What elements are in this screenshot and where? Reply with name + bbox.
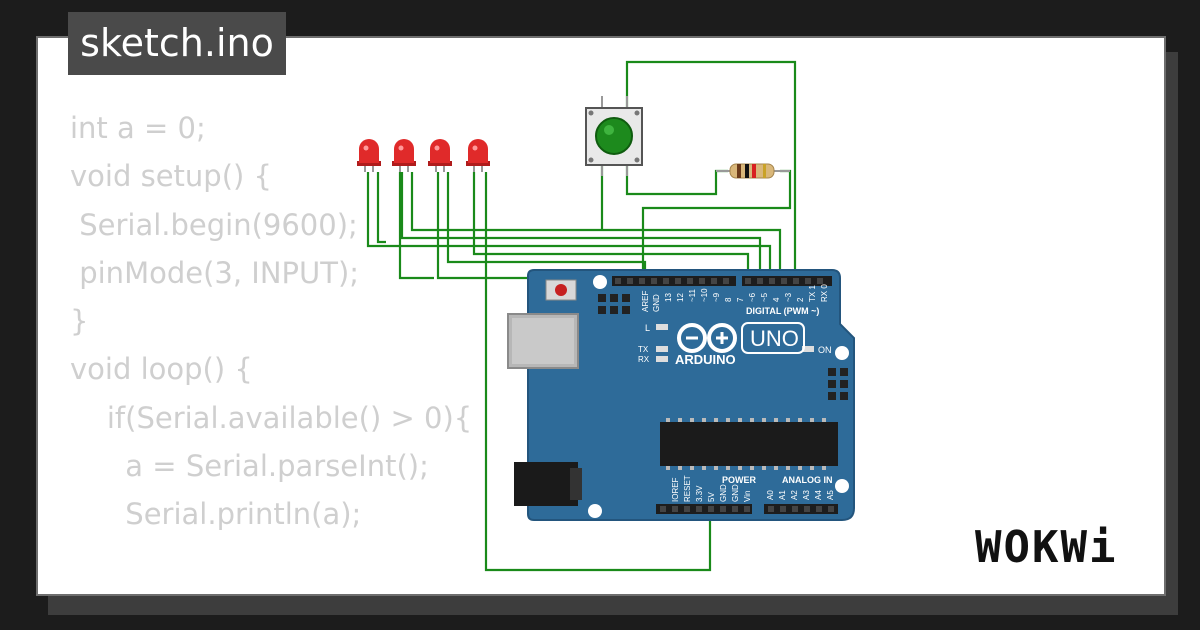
- code-line: a = Serial.parseInt();: [70, 449, 429, 484]
- code-line: }: [70, 304, 89, 339]
- wire-button-top: [625, 60, 797, 281]
- code-line: void setup() {: [70, 159, 272, 194]
- led[interactable]: [392, 139, 416, 172]
- rx-label: RX: [638, 355, 650, 364]
- power-jack: [514, 462, 578, 506]
- code-line: pinMode(3, INPUT);: [70, 255, 360, 290]
- pin-label: A2: [790, 490, 799, 500]
- pin-label: GND: [731, 484, 740, 502]
- digital-header-label: DIGITAL (PWM ~): [746, 306, 819, 316]
- wire-button-bottom: [625, 165, 728, 196]
- tx-label: TX: [638, 345, 649, 354]
- gnd-label: GND: [652, 294, 661, 312]
- on-label: ON: [818, 345, 832, 355]
- pin-label: A5: [826, 490, 835, 500]
- wire-led3: [436, 172, 658, 281]
- wokwi-logo: WOKWi: [975, 522, 1118, 573]
- pin-label: ~9: [712, 292, 721, 302]
- pin-label: ~11: [688, 288, 697, 302]
- file-tab[interactable]: sketch.ino: [68, 12, 286, 75]
- pin-label: ~10: [700, 288, 709, 302]
- pin-label: ~6: [748, 292, 757, 302]
- pin-label: A3: [802, 490, 811, 500]
- pin-label: 2: [796, 297, 805, 302]
- pin-label: 12: [676, 293, 685, 302]
- l-label: L: [645, 323, 650, 333]
- pushbutton[interactable]: [585, 96, 643, 176]
- code-line: if(Serial.available() > 0){: [70, 400, 473, 435]
- code-line: int a = 0;: [70, 111, 206, 145]
- pin-label: A0: [766, 490, 775, 500]
- pushbutton-cap: [595, 117, 633, 155]
- code-line: Serial.println(a);: [70, 497, 362, 532]
- pin-label: Vin: [743, 491, 752, 502]
- code-preview: int a = 0; void setup() { Serial.begin(96…: [70, 104, 473, 595]
- pin-label: ~5: [760, 292, 769, 302]
- pin-label: RX 0: [820, 284, 829, 302]
- pin-label: A4: [814, 490, 823, 500]
- pin-label: A1: [778, 490, 787, 500]
- wire-led2: [400, 172, 762, 281]
- wire-gnd-leds-2: [410, 172, 782, 281]
- led[interactable]: [357, 139, 381, 172]
- pin-label: RESET: [683, 475, 692, 502]
- pin-label: 5V: [707, 492, 716, 502]
- pin-label: 3.3V: [695, 485, 704, 502]
- wire-gnd-leds-3: [446, 172, 647, 281]
- microcontroller-chip: [660, 422, 838, 466]
- pin-label: TX 1: [808, 285, 817, 302]
- board-model: UNO: [750, 326, 799, 351]
- code-line: if(a==0){ ... ){: [70, 587, 472, 595]
- arduino-uno-board[interactable]: UNO ARDUINO DIGITAL (PWM ~) POWER ANALOG…: [507, 269, 855, 521]
- arduino-logo: [677, 323, 737, 353]
- wire-led1: [366, 172, 772, 281]
- wire-5v: [484, 172, 712, 572]
- wire-gnd-led4: [398, 172, 434, 280]
- pin-label: 13: [664, 293, 673, 302]
- led[interactable]: [466, 139, 490, 172]
- code-line: Serial.begin(9600);: [70, 207, 358, 242]
- wire-led4: [472, 172, 750, 281]
- pin-label: IOREF: [671, 477, 680, 502]
- led[interactable]: [428, 139, 452, 172]
- resistor[interactable]: [716, 163, 790, 179]
- analog-header-label: ANALOG IN: [782, 475, 833, 485]
- reset-button[interactable]: [555, 284, 567, 296]
- aref-label: AREF: [641, 291, 650, 312]
- pin-label: GND: [719, 484, 728, 502]
- pin-label: ~3: [784, 292, 793, 302]
- pin-label: 7: [736, 297, 745, 302]
- pin-label: 4: [772, 297, 781, 302]
- pin-label: 8: [724, 297, 733, 302]
- power-header-label: POWER: [722, 475, 757, 485]
- board-brand: ARDUINO: [675, 352, 736, 367]
- code-line: void loop() {: [70, 352, 253, 387]
- wire-gnd-leds: [376, 172, 386, 244]
